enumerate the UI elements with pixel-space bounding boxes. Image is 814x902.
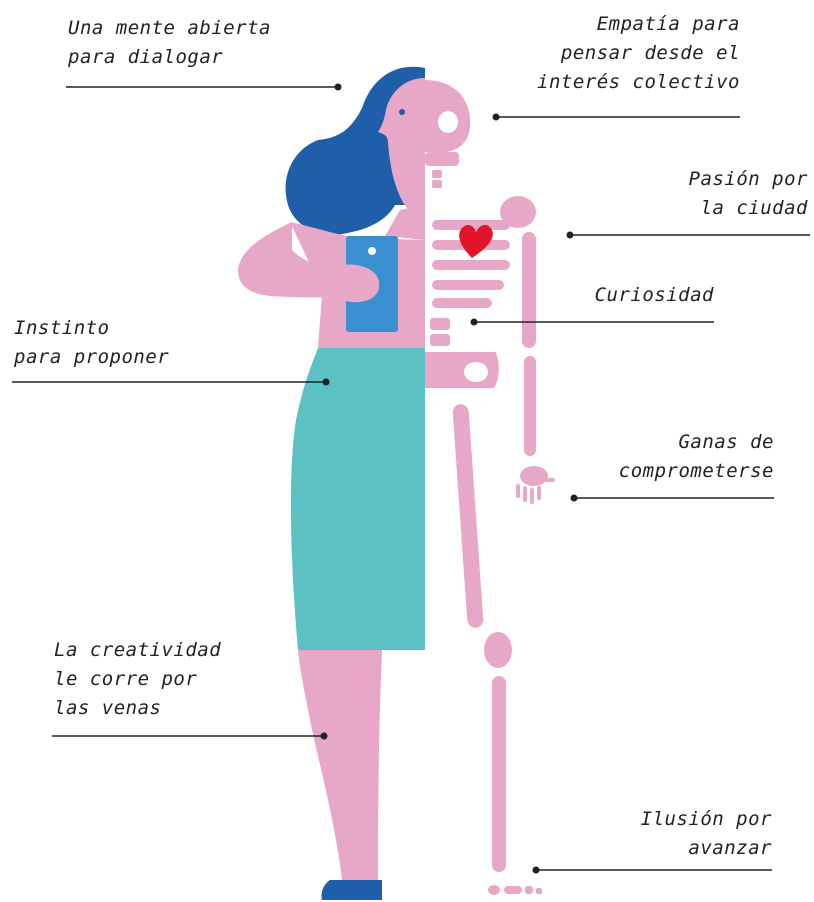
leader-ganas-dot <box>571 495 578 502</box>
pelvis-hole <box>464 362 488 382</box>
tibia <box>492 676 506 872</box>
eye <box>399 109 405 115</box>
vertebra-2 <box>430 334 450 346</box>
skeleton-figure <box>425 80 555 895</box>
neck-bone-1 <box>432 170 442 178</box>
foot-bone-2 <box>525 886 533 894</box>
label-creatividad-line-3: las venas <box>54 694 221 723</box>
finger-1 <box>516 484 520 498</box>
rib-5 <box>432 298 492 308</box>
leader-curiosidad-dot <box>471 319 478 326</box>
label-empatia-line-3: interés colectivo <box>537 68 740 97</box>
label-creatividad: La creatividad le corre por las venas <box>54 636 221 723</box>
leader-mente-dot <box>335 84 342 91</box>
leader-empatia-dot <box>493 114 500 121</box>
palm-bone <box>520 466 548 486</box>
label-empatia-line-1: Empatía para <box>537 10 740 39</box>
leader-ilusion-dot <box>533 867 540 874</box>
knee-bone <box>484 632 512 668</box>
label-empatia: Empatía para pensar desde el interés col… <box>537 10 740 97</box>
phone-camera <box>368 247 376 255</box>
label-instinto-line-1: Instinto <box>14 314 169 343</box>
label-ganas: Ganas de comprometerse <box>619 428 774 486</box>
foot-bone-1 <box>504 886 522 894</box>
label-pasion-line-2: la ciudad <box>689 194 808 223</box>
shoe-icon <box>321 880 382 900</box>
label-creatividad-line-1: La creatividad <box>54 636 221 665</box>
jaw <box>425 152 459 166</box>
label-curiosidad: Curiosidad <box>595 281 714 310</box>
finger-3 <box>530 488 534 504</box>
neck-bone-2 <box>432 180 442 188</box>
forearm <box>524 356 536 456</box>
label-empatia-line-2: pensar desde el <box>537 39 740 68</box>
label-pasion: Pasión por la ciudad <box>689 165 808 223</box>
label-mente: Una mente abierta para dialogar <box>68 14 271 72</box>
leg <box>298 650 382 880</box>
label-instinto-line-2: para proponer <box>14 343 169 372</box>
label-instinto: Instinto para proponer <box>14 314 169 372</box>
label-pasion-line-1: Pasión por <box>689 165 808 194</box>
label-curiosidad-line-1: Curiosidad <box>595 281 714 310</box>
thumb <box>545 478 555 482</box>
label-mente-line-1: Una mente abierta <box>68 14 271 43</box>
label-ilusion-line-1: Ilusión por <box>641 805 772 834</box>
label-ilusion: Ilusión por avanzar <box>641 805 772 863</box>
label-mente-line-2: para dialogar <box>68 43 271 72</box>
heel-bone <box>488 885 500 895</box>
vertebra-1 <box>430 318 450 330</box>
toe-bone <box>536 888 542 894</box>
label-creatividad-line-2: le corre por <box>54 665 221 694</box>
rib-3 <box>432 260 510 270</box>
leader-creatividad-dot <box>321 733 328 740</box>
woman-figure <box>238 67 425 900</box>
humerus <box>522 232 536 348</box>
skirt <box>291 348 425 650</box>
label-ganas-line-2: comprometerse <box>619 457 774 486</box>
label-ganas-line-1: Ganas de <box>619 428 774 457</box>
femur <box>452 404 484 629</box>
rib-4 <box>432 280 504 290</box>
label-ilusion-line-2: avanzar <box>641 834 772 863</box>
leader-pasion-dot <box>567 232 574 239</box>
finger-4 <box>537 486 541 500</box>
eye-socket <box>438 111 458 133</box>
finger-2 <box>523 486 527 502</box>
leader-instinto-dot <box>323 379 330 386</box>
